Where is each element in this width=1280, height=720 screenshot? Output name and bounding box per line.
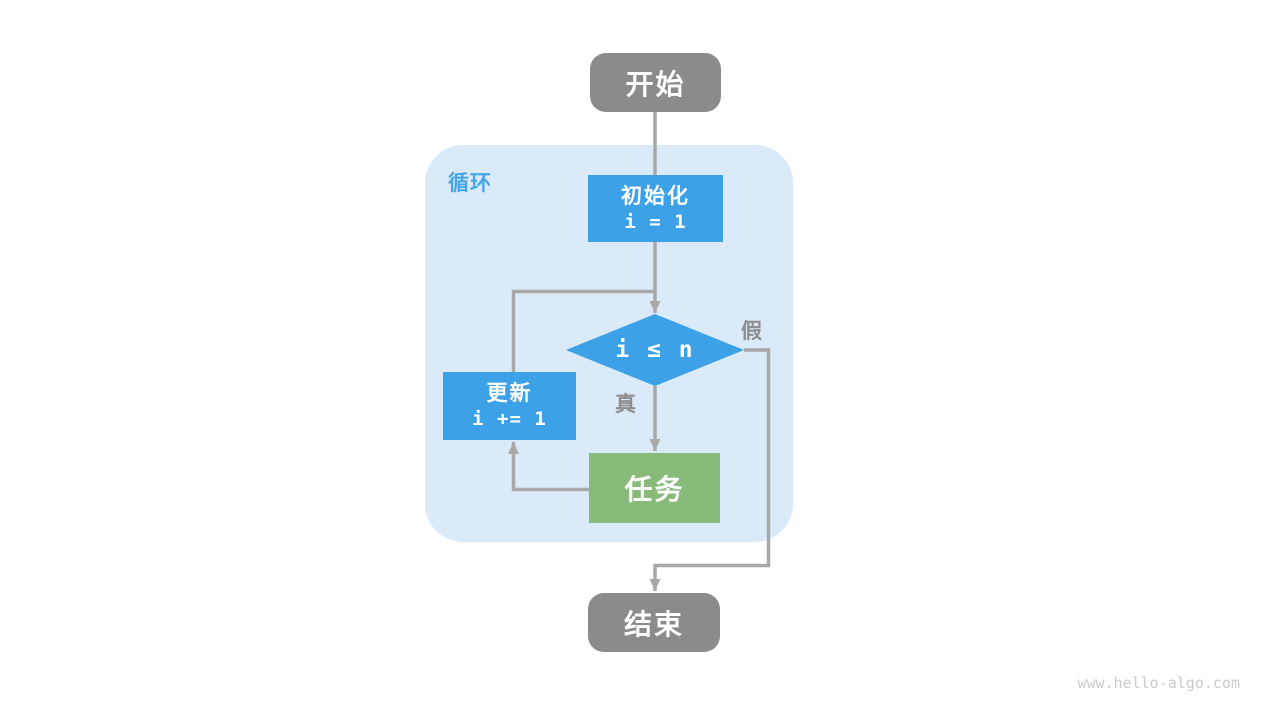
end-node-label: 结束 [623, 608, 684, 640]
edge-update-to-condition [511, 289, 655, 372]
edge-condition-to-end [649, 348, 771, 591]
edge-task-to-update [508, 442, 589, 492]
update-node-code: i += 1 [472, 408, 547, 431]
start-node-label: 开始 [625, 68, 686, 100]
watermark: www.hello-algo.com [1077, 674, 1240, 692]
branch-false-label: 假 [741, 320, 762, 343]
end-node: 结束 [588, 593, 720, 652]
condition-diamond [566, 314, 744, 386]
task-node-label: 任务 [624, 474, 685, 505]
condition-label: i ≤ n [615, 337, 695, 363]
loop-label: 循环 [448, 172, 492, 195]
branch-true-label: 真 [615, 393, 636, 416]
init-node: 初始化 i = 1 [588, 175, 723, 242]
init-node-code: i = 1 [624, 210, 687, 233]
update-node-label: 更新 [486, 382, 533, 405]
task-node: 任务 [589, 453, 720, 523]
update-node: 更新 i += 1 [443, 372, 576, 440]
start-node: 开始 [590, 53, 721, 112]
init-node-label: 初始化 [621, 184, 690, 208]
